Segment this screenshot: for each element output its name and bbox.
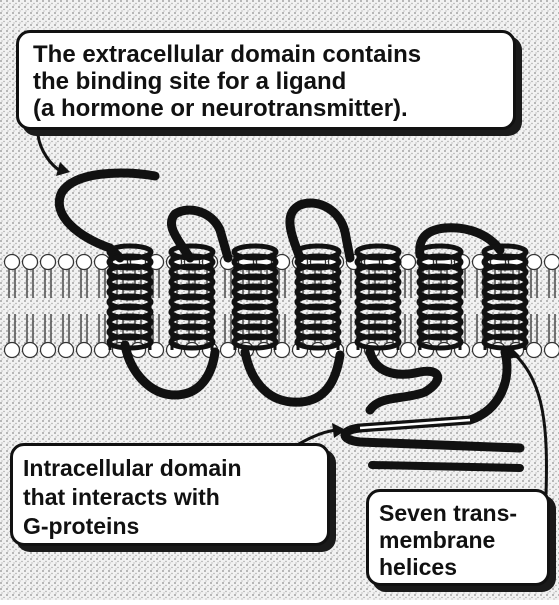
- lipid-head: [5, 255, 20, 270]
- extracellular-domain-callout: The extracellular domain contains the bi…: [16, 30, 516, 130]
- lipid-head: [401, 343, 416, 358]
- lipid-head: [59, 343, 74, 358]
- lipid-head: [545, 255, 559, 270]
- lipid-head: [23, 255, 38, 270]
- helices-line-1: Seven trans-: [379, 500, 547, 527]
- intracellular-domain-callout: Intracellular domain that interacts with…: [10, 443, 330, 546]
- extracellular-line-3: (a hormone or neurotransmitter).: [33, 95, 513, 122]
- lipid-head: [5, 343, 20, 358]
- lipid-head: [41, 255, 56, 270]
- lipid-head: [59, 255, 74, 270]
- lipid-head: [95, 343, 110, 358]
- lipid-head: [77, 255, 92, 270]
- extracellular-line-2: the binding site for a ligand: [33, 68, 513, 95]
- extracellular-line-1: The extracellular domain contains: [33, 41, 513, 68]
- lipid-head: [401, 255, 416, 270]
- lipid-head: [545, 343, 559, 358]
- lipid-head: [41, 343, 56, 358]
- helices-line-2: membrane: [379, 527, 547, 554]
- intracellular-line-1: Intracellular domain: [23, 454, 327, 483]
- lipid-head: [23, 343, 38, 358]
- helices-callout: Seven trans- membrane helices: [366, 489, 550, 586]
- lipid-head: [527, 343, 542, 358]
- lipid-head: [77, 343, 92, 358]
- intracellular-line-3: G-proteins: [23, 512, 327, 541]
- intracellular-line-2: that interacts with: [23, 483, 327, 512]
- lipid-head: [527, 255, 542, 270]
- helices-line-3: helices: [379, 554, 547, 581]
- protein-loop: [372, 465, 520, 468]
